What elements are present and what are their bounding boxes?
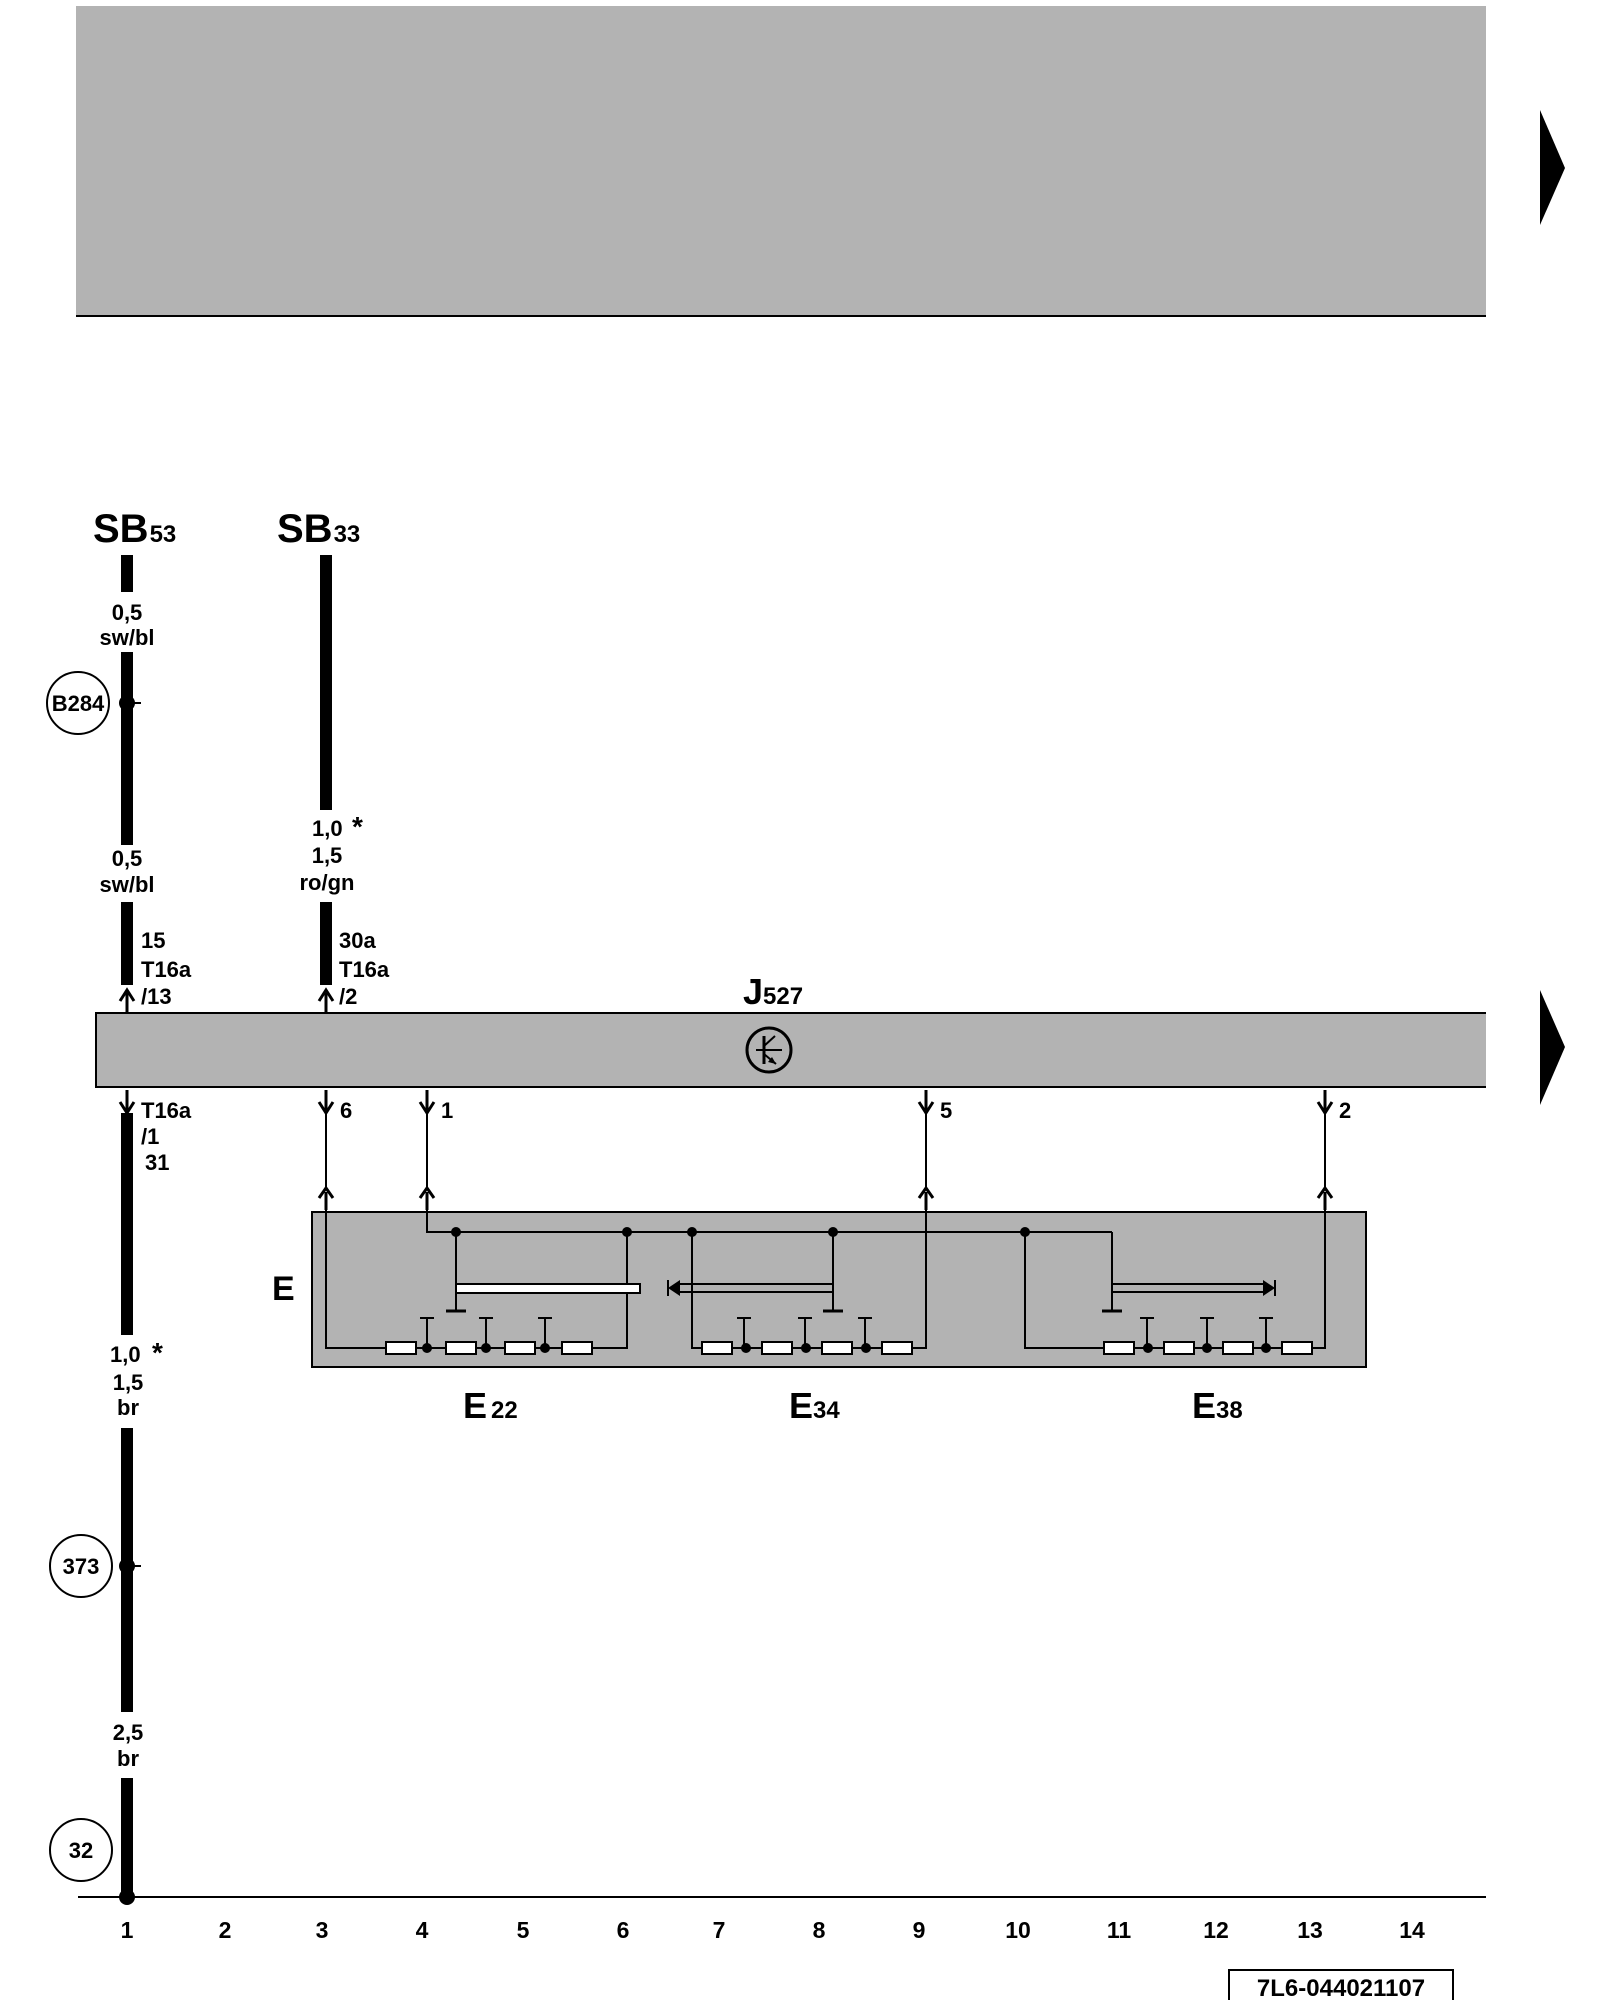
- column-number-3: 3: [316, 1917, 329, 1943]
- wire-sb33-star: *: [352, 811, 363, 842]
- diagram-code-box: [1228, 1969, 1454, 2000]
- switch-entry-arrow-1-icon: [418, 1185, 436, 1210]
- fuse-sb33-label: SB33: [277, 507, 360, 551]
- pin-1-arrow-icon: [418, 1090, 436, 1116]
- switch-e34-slider-icon: [667, 1280, 843, 1313]
- column-number-10: 10: [1005, 1917, 1031, 1943]
- pin-5-arrow-icon: [917, 1090, 935, 1116]
- switch-e38-label: E38: [1192, 1385, 1243, 1426]
- control-unit-label: J527: [743, 971, 803, 1012]
- connector-30a-pin: /2: [339, 984, 357, 1009]
- connector-30a-arrow-icon: [317, 987, 335, 1013]
- switch-entry-arrow-5-icon: [917, 1185, 935, 1210]
- resistor-chain-e22: [385, 1317, 593, 1355]
- electronic-symbol-icon: [745, 1026, 793, 1074]
- column-number-9: 9: [913, 1917, 926, 1943]
- resistor-chain-e38-dots: [1143, 1343, 1271, 1353]
- node-32-label: 32: [69, 1838, 93, 1863]
- column-number-1: 1: [121, 1917, 134, 1943]
- wire-sb33-color: ro/gn: [300, 870, 355, 895]
- column-number-6: 6: [617, 1917, 630, 1943]
- continue-arrow-icon[interactable]: [1540, 990, 1565, 1105]
- wire-ground-star: *: [152, 1337, 163, 1368]
- column-number-12: 12: [1203, 1917, 1229, 1943]
- resistor-chain-e34: [701, 1317, 913, 1355]
- connector-30a-name: T16a: [339, 957, 390, 982]
- node-373-circle: [49, 1534, 113, 1598]
- pin-1-label: 1: [441, 1098, 453, 1123]
- node-b284-label: B284: [52, 691, 105, 716]
- connector-15-arrow-icon: [118, 987, 136, 1013]
- wire-ground-color: br: [117, 1395, 139, 1420]
- switch-entry-arrow-6-icon: [317, 1185, 335, 1210]
- column-number-14: 14: [1399, 1917, 1425, 1943]
- connector-15-terminal: 15: [141, 928, 165, 953]
- wire-sb53-mid-color: sw/bl: [99, 872, 154, 897]
- column-number-13: 13: [1297, 1917, 1323, 1943]
- node-32-circle: [49, 1818, 113, 1882]
- wire-sb33-size: 1,5: [312, 843, 343, 868]
- connector-30a-terminal: 30a: [339, 928, 376, 953]
- wire-sb53-mid-size: 0,5: [112, 846, 143, 871]
- switch-junction-dots: [451, 1227, 1030, 1237]
- fuse-sb53-label: SB53: [93, 507, 176, 551]
- pin-6-arrow-icon: [317, 1090, 335, 1116]
- node-373-label: 373: [63, 1554, 100, 1579]
- connector-15-pin: /13: [141, 984, 172, 1009]
- column-number-11: 11: [1107, 1917, 1132, 1943]
- switch-unit-label: E: [272, 1270, 295, 1308]
- switch-entry-arrow-2-icon: [1316, 1185, 1334, 1210]
- wire-ground-size: 1,5: [113, 1370, 144, 1395]
- wire-ground-bottom-size: 2,5: [113, 1720, 144, 1745]
- column-number-7: 7: [713, 1917, 726, 1943]
- switch-e34-label: E34: [789, 1385, 840, 1426]
- resistor-chain-e22-dots: [422, 1343, 550, 1353]
- wire-ground-alt-size: 1,0: [110, 1342, 141, 1367]
- wire-sb33-alt-size: 1,0: [312, 816, 343, 841]
- switch-e38-slider-icon: [1102, 1280, 1276, 1313]
- column-number-8: 8: [813, 1917, 826, 1943]
- header-band: [76, 6, 1486, 316]
- wire-sb53-color: sw/bl: [99, 625, 154, 650]
- connector-31-arrow-icon: [118, 1090, 136, 1116]
- pin-6-label: 6: [340, 1098, 352, 1123]
- node-b284-circle: [46, 671, 110, 735]
- connector-31-terminal: 31: [145, 1150, 169, 1175]
- pin-2-arrow-icon: [1316, 1090, 1334, 1116]
- pin-2-label: 2: [1339, 1098, 1351, 1123]
- wire-sb53-size: 0,5: [112, 600, 143, 625]
- connector-15-name: T16a: [141, 957, 192, 982]
- diagram-code-label: 7L6-044021107: [1257, 1975, 1425, 2000]
- connector-31-name: T16a: [141, 1098, 192, 1123]
- connector-31-pin: /1: [141, 1124, 159, 1149]
- resistor-chain-e34-dots: [741, 1343, 871, 1353]
- column-number-2: 2: [219, 1917, 232, 1943]
- wire-ground-bottom-color: br: [117, 1746, 139, 1771]
- pin-5-label: 5: [940, 1098, 952, 1123]
- column-number-4: 4: [416, 1917, 429, 1943]
- next-page-arrow-icon[interactable]: [1540, 110, 1565, 225]
- column-number-5: 5: [517, 1917, 530, 1943]
- switch-e22-slider-icon: [446, 1283, 641, 1313]
